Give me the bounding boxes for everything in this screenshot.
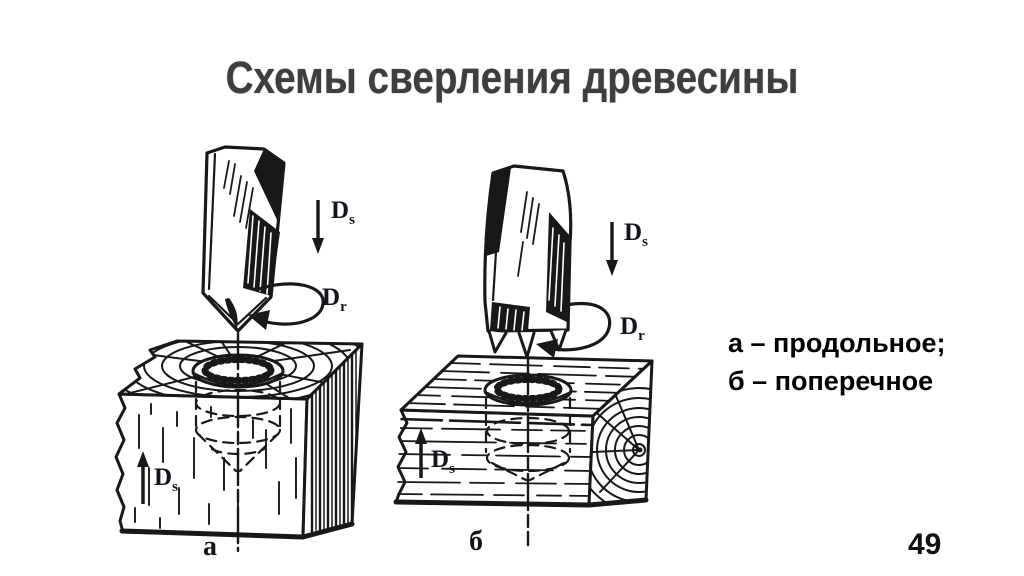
feed-arrow-block-b [415,428,427,478]
rotation-subscript: r [340,299,347,315]
feed-subscript: s [449,461,455,477]
feed-arrow-block-a [137,451,149,504]
feed-subscript: s [172,479,178,495]
legend-line-2: б – поперечное [728,366,934,396]
feed-symbol: D [154,464,173,491]
feed-label-a: Ds [331,197,355,228]
feed-subscript: s [349,212,355,228]
feed-label-block-a: Ds [154,464,178,495]
slide-title: Схемы сверления древесины [225,52,799,103]
feed-label-block-b: Ds [431,446,455,477]
rotation-subscript: r [638,328,645,344]
rotation-label-b: Dr [620,313,645,344]
drill-bit-b [483,164,573,359]
rotation-symbol: D [620,313,639,340]
rotation-arrow-b [536,302,612,358]
diagram-a-caption: а [203,531,217,562]
feed-arrow-a [312,200,324,254]
legend-line-1: а – продольное; [728,328,946,358]
feed-arrow-b [606,222,618,276]
grain-front-face-a [134,403,297,529]
page-number: 49 [908,528,942,561]
grain-front-face-b [396,417,593,497]
hidden-hole-b [484,396,572,482]
drill-bit-a [201,145,286,333]
rotation-label-a: Dr [322,284,347,315]
feed-symbol: D [431,446,450,473]
feed-subscript: s [642,234,648,250]
grain-right-face-a [310,344,357,537]
feed-label-b: Ds [624,219,648,250]
legend: а – продольное; б – поперечное [728,324,946,400]
wood-block-a [114,331,364,553]
diagram-b-caption: б [469,526,483,557]
rotation-symbol: D [322,284,341,311]
feed-symbol: D [331,197,350,224]
rotation-arrow-a [248,282,325,330]
feed-symbol: D [624,219,643,246]
wood-block-b [393,354,654,547]
